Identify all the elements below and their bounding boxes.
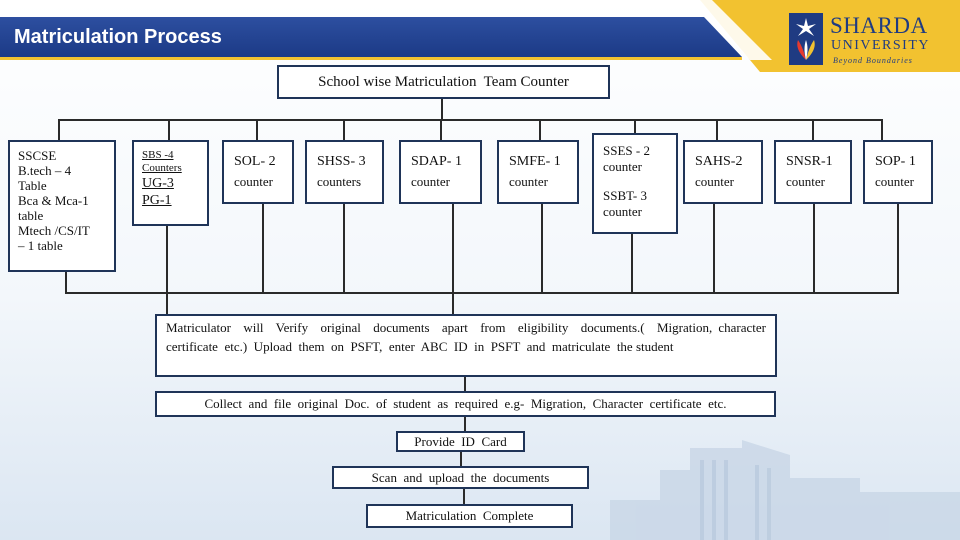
sharda-university-logo: SHARDA UNIVERSITY Beyond Boundaries	[788, 12, 948, 68]
counter-sahs: SAHS-2 counter	[683, 140, 763, 204]
step-verify-documents: Matriculator will Verify original docume…	[155, 314, 777, 377]
counter-sbs: SBS -4 Counters UG-3 PG-1	[132, 140, 209, 226]
counter-shss: SHSS- 3 counters	[305, 140, 384, 204]
step-collect-documents: Collect and file original Doc. of studen…	[155, 391, 776, 417]
sharda-lotus-icon	[789, 13, 823, 65]
step-scan-upload: Scan and upload the documents	[332, 466, 589, 489]
counter-sop: SOP- 1 counter	[863, 140, 933, 204]
counter-sses-ssbt: SSES - 2 counter SSBT- 3 counter	[592, 133, 678, 234]
step-provide-id-card: Provide ID Card	[396, 431, 525, 452]
logo-subtitle: UNIVERSITY	[831, 38, 930, 53]
counter-smfe: SMFE- 1 counter	[497, 140, 579, 204]
step-matriculation-complete: Matriculation Complete	[366, 504, 573, 528]
counter-sdap: SDAP- 1 counter	[399, 140, 482, 204]
logo-tagline: Beyond Boundaries	[833, 56, 913, 65]
counter-snsr: SNSR-1 counter	[774, 140, 852, 204]
logo-name: SHARDA	[830, 13, 928, 38]
team-counter-box: School wise Matriculation Team Counter	[277, 65, 610, 99]
page-title: Matriculation Process	[14, 26, 222, 48]
counter-sscse: SSCSE B.tech – 4 Table Bca & Mca-1 table…	[8, 140, 116, 272]
counter-sol: SOL- 2 counter	[222, 140, 294, 204]
